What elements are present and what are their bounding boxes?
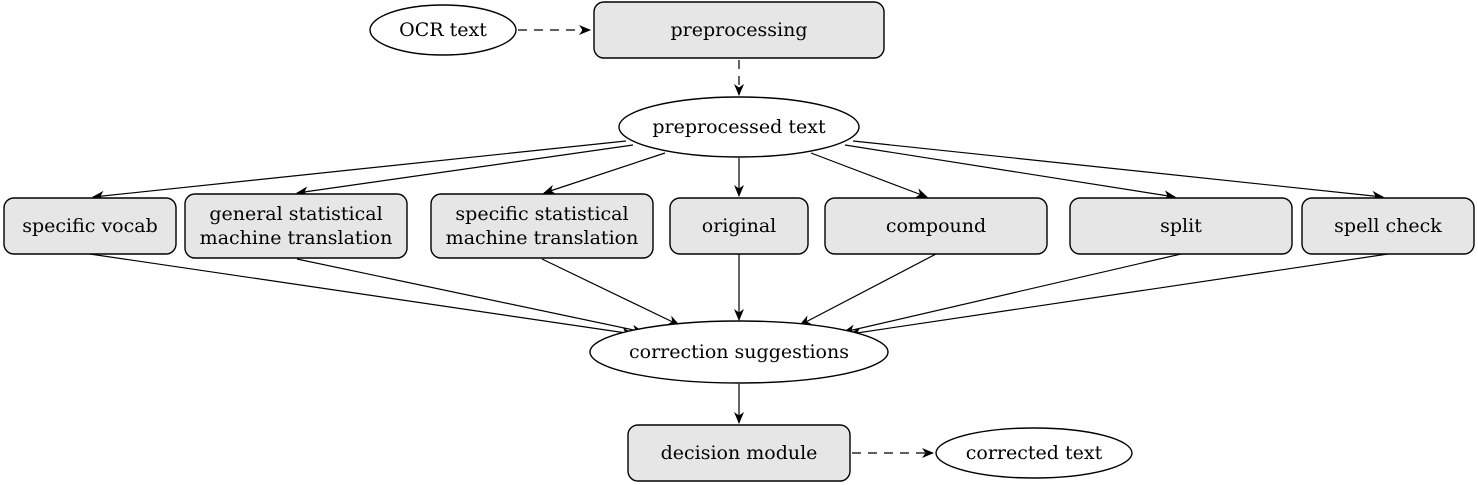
node-out-label: corrected text (966, 442, 1103, 464)
node-corr-ellipse (589, 320, 889, 384)
node-pre: preprocessing (593, 1, 885, 59)
edge-ptext-to-ssmt (543, 152, 666, 195)
node-corr: correction suggestions (589, 320, 889, 384)
node-out-ellipse (935, 427, 1133, 479)
node-corr-label: correction suggestions (629, 341, 849, 363)
edge-spell-to-corr (849, 253, 1389, 338)
node-pre-label: preprocessing (670, 19, 807, 41)
node-ssmt-label: specific statistical (455, 203, 628, 225)
edge-ssmt-to-corr (541, 258, 680, 326)
node-orig-box (669, 197, 809, 255)
edge-split-to-corr (843, 253, 1182, 335)
edge-layer (89, 25, 1389, 458)
node-comp: compound (824, 197, 1048, 255)
node-orig-label: original (702, 215, 776, 237)
edge-gsmt-to-corr (296, 258, 644, 335)
node-orig: original (669, 197, 809, 255)
node-ocr: OCR text (369, 4, 517, 56)
node-split-label: split (1160, 215, 1202, 237)
node-ptext: preprocessed text (618, 96, 860, 158)
node-ssmt-box (430, 193, 654, 259)
node-spell-label: spell check (1334, 215, 1442, 237)
node-out: corrected text (935, 427, 1133, 479)
node-comp-box (824, 197, 1048, 255)
node-split-box (1069, 197, 1293, 255)
node-ocr-ellipse (369, 4, 517, 56)
node-ocr-label: OCR text (399, 19, 487, 41)
node-split: split (1069, 197, 1293, 255)
node-vocab-label: specific vocab (22, 215, 158, 237)
node-dec-label: decision module (661, 442, 818, 464)
edge-ptext-to-gsmt (296, 144, 634, 197)
node-gsmt-label: machine translation (200, 227, 393, 249)
node-vocab: specific vocab (3, 197, 177, 255)
node-spell: spell check (1301, 197, 1475, 255)
edge-vocab-to-corr (89, 253, 634, 338)
edge-ptext-to-split (844, 144, 1176, 201)
node-layer: OCR text preprocessing preprocessed text sp… (3, 1, 1475, 482)
node-dec-box (627, 424, 851, 482)
node-vocab-box (3, 197, 177, 255)
node-gsmt-box (184, 193, 408, 259)
edge-ptext-to-spell (852, 140, 1384, 201)
node-ptext-ellipse (618, 96, 860, 158)
edge-ptext-to-vocab (92, 140, 627, 201)
edge-comp-to-corr (799, 253, 937, 326)
node-spell-box (1301, 197, 1475, 255)
node-pre-box (593, 1, 885, 59)
node-comp-label: compound (886, 215, 986, 237)
node-ssmt-label: machine translation (446, 227, 639, 249)
node-dec: decision module (627, 424, 851, 482)
node-gsmt-label: general statistical (209, 203, 382, 225)
node-ptext-label: preprocessed text (652, 116, 826, 138)
edge-ptext-to-comp (810, 152, 928, 198)
